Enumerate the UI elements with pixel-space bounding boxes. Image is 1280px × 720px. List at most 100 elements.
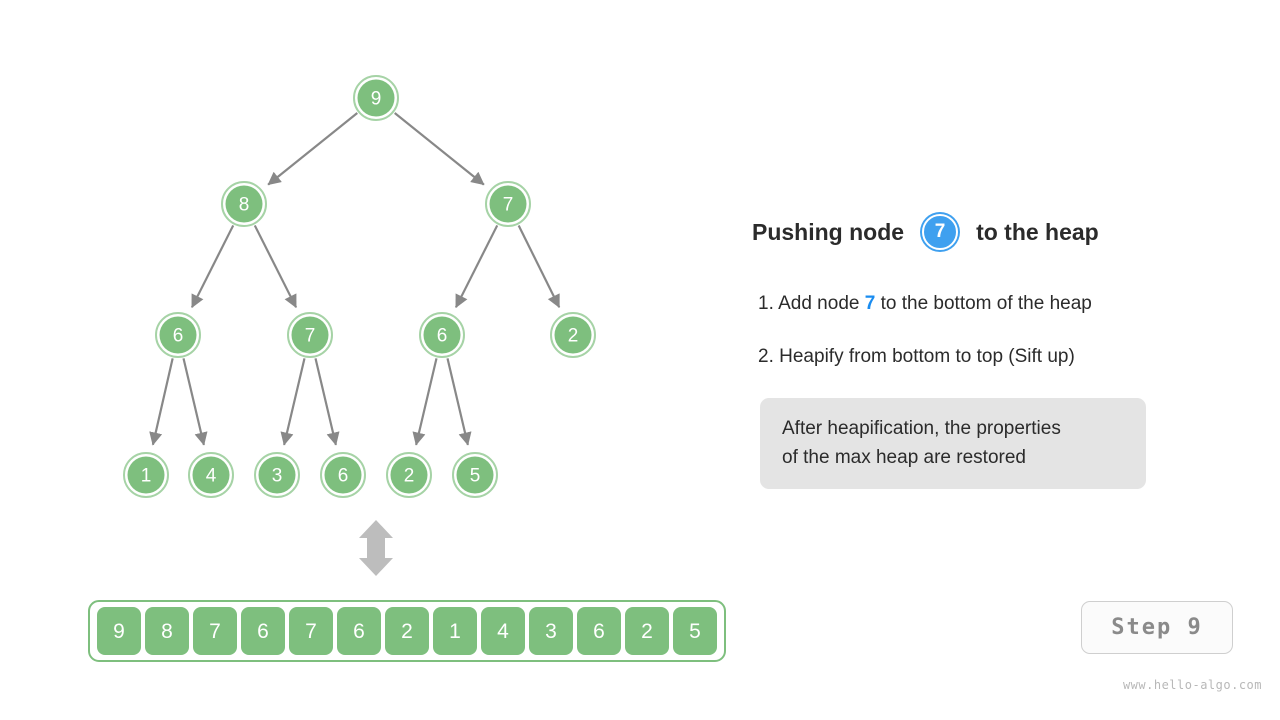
tree-node-circle (258, 456, 296, 494)
array-cell-value: 6 (353, 620, 365, 643)
tree-node[interactable]: 7 (287, 312, 333, 358)
tree-node[interactable]: 3 (254, 452, 300, 498)
tree-edge-layer (149, 112, 561, 446)
tree-node-circle (291, 316, 329, 354)
note-line-2: of the max heap are restored (782, 447, 1026, 469)
array-cell[interactable]: 7 (193, 607, 237, 655)
tree-node[interactable]: 7 (485, 181, 531, 227)
tree-node[interactable]: 6 (155, 312, 201, 358)
tree-node-circle (192, 456, 230, 494)
tree-edge (517, 225, 561, 309)
array-container (88, 600, 726, 662)
title-text-before: Pushing node (752, 218, 905, 245)
array-cell-value: 5 (689, 620, 701, 643)
array-cell[interactable]: 8 (145, 607, 189, 655)
array-cell-value: 6 (257, 620, 269, 643)
step-counter-badge: Step 9 (1081, 601, 1233, 654)
step-item-1: 1. Add node 7 to the bottom of the heap (758, 293, 1092, 315)
tree-node-circle (225, 185, 263, 223)
title-highlight-node: 7 (922, 214, 959, 250)
array-cell[interactable]: 3 (529, 607, 573, 655)
array-cell-value: 8 (161, 620, 173, 643)
tree-node-value: 2 (568, 326, 579, 347)
tree-node-value: 5 (470, 466, 481, 487)
tree-node[interactable]: 2 (386, 452, 432, 498)
tree-edge (190, 224, 235, 309)
tree-node-ring (221, 181, 267, 227)
tree-edge (446, 358, 472, 446)
tree-node-value: 9 (371, 89, 382, 110)
tree-node-circle (390, 456, 428, 494)
tree-node-circle (159, 316, 197, 354)
tree-node-ring (155, 312, 201, 358)
tree-node-circle (324, 456, 362, 494)
tree-node[interactable]: 2 (550, 312, 596, 358)
tree-edge (182, 358, 208, 446)
tree-node-ring (550, 312, 596, 358)
tree-node[interactable]: 4 (188, 452, 234, 498)
tree-node-ring (254, 452, 300, 498)
tree-node-circle (127, 456, 165, 494)
note-line-1: After heapification, the properties (782, 418, 1061, 439)
array-cell[interactable]: 7 (289, 607, 333, 655)
array-cell-value: 6 (593, 620, 605, 643)
array-cell[interactable]: 4 (481, 607, 525, 655)
tree-node[interactable]: 6 (419, 312, 465, 358)
array-cell[interactable]: 2 (385, 607, 429, 655)
tree-node-ring (452, 452, 498, 498)
tree-node-circle (357, 79, 395, 117)
tree-node-ring (188, 452, 234, 498)
tree-node-circle (489, 185, 527, 223)
tree-edge (314, 358, 340, 446)
tree-node-value: 2 (404, 466, 415, 487)
array-cell-box (241, 607, 285, 655)
tree-edge (149, 358, 174, 446)
tree-array-link-arrow (359, 520, 393, 576)
tree-node[interactable]: 8 (221, 181, 267, 227)
tree-node-circle (456, 456, 494, 494)
tree-edge (253, 224, 298, 309)
title-text-after: to the heap (976, 218, 1099, 245)
array-cell[interactable]: 1 (433, 607, 477, 655)
array-cell-box (97, 607, 141, 655)
explanation-panel: Pushing node 7 to the heap 1. Add node 7… (752, 0, 1280, 720)
array-cell-box (625, 607, 669, 655)
tree-node-value: 7 (503, 195, 514, 216)
step-1-index: 1. (758, 293, 774, 314)
tree-node-ring (123, 452, 169, 498)
tree-node[interactable]: 5 (452, 452, 498, 498)
tree-node[interactable]: 6 (320, 452, 366, 498)
array-cell-box (385, 607, 429, 655)
array-cell-value: 2 (641, 620, 653, 643)
array-cell[interactable]: 6 (241, 607, 285, 655)
array-cell[interactable]: 9 (97, 607, 141, 655)
step-1-highlight-value: 7 (864, 293, 876, 314)
step-1-text-after: to the bottom of the heap (880, 293, 1092, 314)
tree-node-ring (320, 452, 366, 498)
tree-node-value: 4 (206, 466, 217, 487)
tree-node-value: 3 (272, 466, 283, 487)
array-cell[interactable]: 6 (577, 607, 621, 655)
array-cell-value: 7 (305, 620, 317, 643)
note-callout: After heapification, the properties of t… (760, 398, 1146, 489)
tree-node[interactable]: 1 (123, 452, 169, 498)
tree-node[interactable]: 9 (353, 75, 399, 121)
array-cell-value: 1 (449, 620, 461, 643)
watermark-url: www.hello-algo.com (1122, 678, 1262, 692)
double-arrow-up-down-icon (359, 520, 393, 576)
array-cell-value: 9 (113, 620, 125, 643)
array-cell-value: 3 (545, 620, 557, 643)
array-cell[interactable]: 5 (673, 607, 717, 655)
array-cell-box (337, 607, 381, 655)
array-cell-box (577, 607, 621, 655)
array-cell[interactable]: 6 (337, 607, 381, 655)
array-cell[interactable]: 2 (625, 607, 669, 655)
step-2-index: 2. (758, 346, 774, 367)
tree-edge (394, 112, 485, 186)
tree-edge (412, 358, 438, 446)
array-cell-box (193, 607, 237, 655)
